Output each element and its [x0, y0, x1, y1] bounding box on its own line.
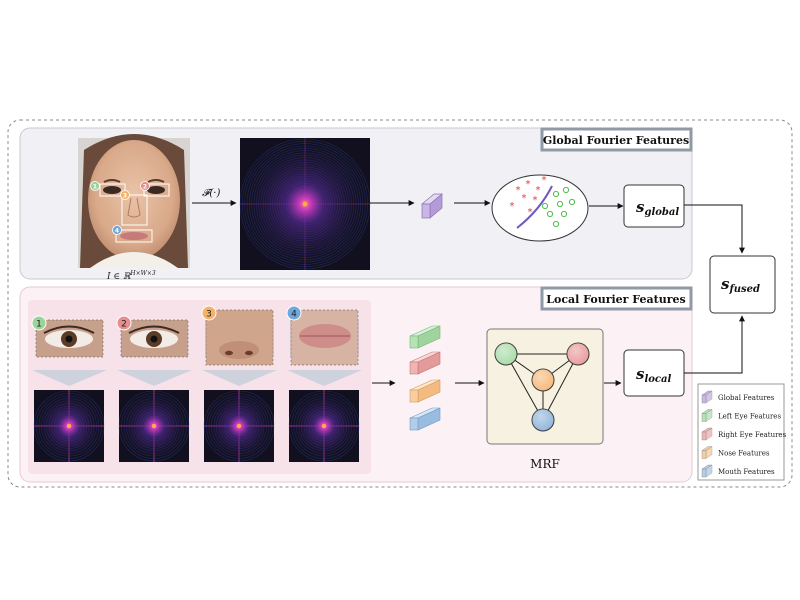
- global-spectrum-image: [239, 138, 371, 270]
- face-badge-1: 1: [90, 181, 100, 191]
- global-feature-vector: [421, 193, 443, 219]
- s-fused-sub: fused: [728, 284, 760, 295]
- legend-item-2: Left Eye Features: [701, 409, 781, 422]
- face-badge-2: 2: [140, 181, 150, 191]
- s-global-base: s: [636, 198, 645, 216]
- fake-sample-point: *: [510, 201, 515, 212]
- local-panel-title: Local Fourier Features: [546, 293, 685, 306]
- crop-badge-number: 3: [206, 310, 212, 320]
- mrf-label: MRF: [530, 457, 560, 471]
- face-badge-number: 2: [143, 184, 147, 191]
- real-sample-point: [568, 198, 576, 206]
- mrf-graph: [486, 328, 604, 445]
- global-fourier-spectrum: [239, 138, 371, 270]
- crop-spectrum-2: [118, 390, 190, 462]
- classifier-boundary: ********: [491, 174, 589, 242]
- local-feature-vector-3: [409, 379, 441, 403]
- legend-item-1: Global Features: [701, 390, 775, 404]
- local-feature-vector-1: [409, 325, 441, 349]
- s-global-sub: global: [644, 207, 679, 218]
- face-badge-number: 3: [123, 193, 127, 200]
- s-local-base: s: [636, 365, 645, 383]
- fake-sample-point: *: [522, 193, 527, 204]
- arrow-slocal-to-fused: [684, 315, 745, 374]
- legend-label: Mouth Features: [718, 468, 775, 476]
- global-panel-title: Global Fourier Features: [543, 134, 689, 147]
- input-label: I ∈ ℝH×W×3: [106, 270, 156, 282]
- s-fused-box: sfused: [709, 255, 776, 314]
- mrf-edge: [542, 353, 579, 421]
- real-sample-point: [552, 220, 560, 228]
- face-badge-4: 4: [112, 225, 122, 235]
- fake-sample-point: *: [528, 207, 533, 218]
- legend-label: Nose Features: [718, 450, 770, 458]
- crop-badge-number: 1: [36, 320, 42, 330]
- s-local-box: slocal: [623, 349, 685, 397]
- local-crops: 1 2 3 4: [31, 305, 362, 462]
- global-title-box: [540, 127, 693, 152]
- crop-1: 1: [31, 315, 107, 462]
- real-sample-point: [556, 200, 564, 208]
- legend-label: Left Eye Features: [718, 413, 781, 421]
- face-region-badges: 1 2 3 4: [90, 181, 150, 235]
- crop-spectrum-3: [203, 390, 275, 462]
- face-badge-3: 3: [120, 190, 130, 200]
- legend-item-4: Nose Features: [701, 446, 770, 459]
- local-title-box: [540, 286, 693, 311]
- funnel-arrow: [202, 370, 277, 386]
- s-local-sub: local: [644, 374, 671, 385]
- crop-badge-number: 2: [121, 320, 127, 330]
- fourier-op-label: 𝓕(·): [202, 188, 220, 199]
- real-sample-point: [546, 210, 554, 218]
- s-global-box: sglobal: [623, 184, 685, 228]
- legend-item-3: Right Eye Features: [701, 427, 787, 441]
- local-feature-vector-2: [409, 351, 441, 375]
- face-badge-number: 1: [93, 184, 97, 191]
- crop-4: 4: [286, 305, 362, 462]
- crop-spectrum-1: [33, 390, 105, 462]
- crop-3: 3: [201, 305, 277, 462]
- real-sample-point: [562, 186, 570, 194]
- svg-text:sfused: sfused: [721, 275, 760, 295]
- s-fused-base: s: [721, 275, 730, 293]
- fake-sample-point: *: [526, 179, 531, 190]
- input-face-image: [78, 134, 190, 268]
- fake-sample-point: *: [533, 195, 538, 206]
- crop-spectrum-4: [288, 390, 360, 462]
- face-badge-number: 4: [115, 228, 119, 235]
- funnel-arrow: [117, 370, 192, 386]
- fake-sample-point: *: [542, 175, 547, 186]
- real-sample-point: [541, 202, 549, 210]
- real-sample-point: [560, 210, 568, 218]
- local-feature-vector-4: [409, 407, 441, 431]
- funnel-arrow: [32, 370, 107, 386]
- crop-badge-number: 4: [291, 310, 297, 320]
- mrf-edge: [505, 353, 544, 421]
- fake-sample-point: *: [536, 185, 541, 196]
- funnel-arrow: [287, 370, 362, 386]
- outer-frame: [7, 119, 793, 488]
- arrow-sglobal-to-fused: [684, 204, 745, 254]
- local-crops-area: [28, 300, 371, 474]
- local-feature-vectors: [409, 325, 441, 431]
- svg-text:slocal: slocal: [636, 365, 671, 385]
- svg-text:sglobal: sglobal: [636, 198, 679, 218]
- legend-label: Right Eye Features: [718, 431, 787, 439]
- fake-sample-point: *: [516, 185, 521, 196]
- legend-label: Global Features: [718, 394, 775, 402]
- real-sample-point: [552, 190, 560, 198]
- crop-2: 2: [116, 315, 192, 462]
- legend-item-5: Mouth Features: [701, 464, 775, 478]
